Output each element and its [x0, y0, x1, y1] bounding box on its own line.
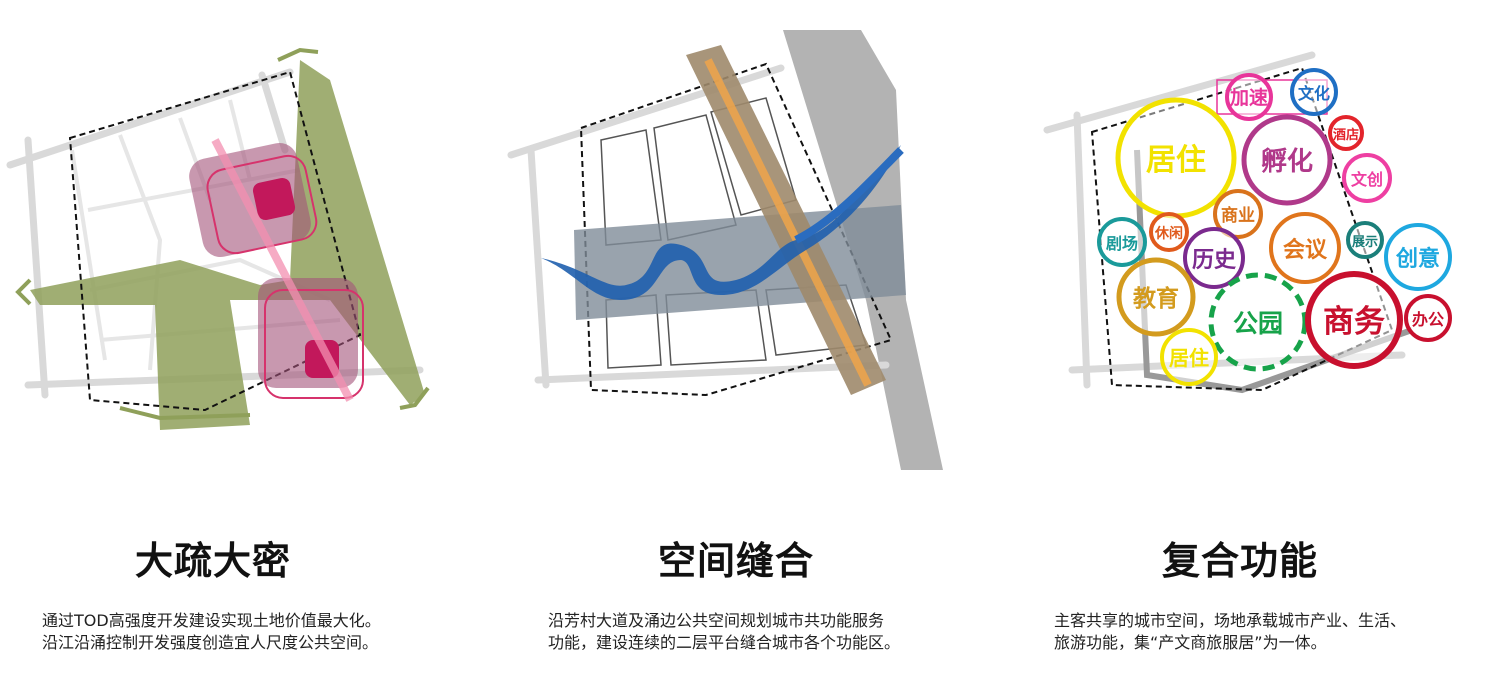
bubble-leisure: 休闲 — [1149, 212, 1189, 252]
elevated-platform — [574, 205, 906, 320]
bubble-hotel: 酒店 — [1328, 115, 1364, 151]
bubble-label: 居住 — [1169, 346, 1209, 370]
bubble-incubation: 孵化 — [1241, 114, 1333, 206]
description-line: 主客共享的城市空间，场地承载城市产业、生活、 — [1054, 611, 1407, 630]
panel-title: 复合功能 — [1162, 539, 1319, 583]
bubble-ring — [1346, 221, 1384, 259]
panel-space-stitching: 空间缝合 沿芳村大道及涌边公共空间规划城市共功能服务 功能，建设连续的二层平台缝… — [496, 0, 992, 691]
rail-line — [211, 138, 354, 402]
tod-block-lower — [258, 278, 364, 399]
panel-dense-sparse: 大疏大密 通过TOD高强度开发建设实现土地价值最大化。 沿江沿涌控制开发强度创造… — [0, 0, 496, 691]
bubble-label: 公园 — [1233, 309, 1283, 338]
bubble-commerce: 商业 — [1213, 189, 1263, 239]
bubble-label: 酒店 — [1333, 127, 1359, 143]
bubble-label: 办公 — [1412, 310, 1444, 329]
diagram-dense-sparse — [6, 47, 430, 430]
site-boundary — [1090, 66, 1394, 392]
bubble-ring — [1305, 271, 1403, 369]
bubble-conference: 会议 — [1269, 212, 1341, 284]
description-line: 通过TOD高强度开发建设实现土地价值最大化。 — [42, 611, 381, 630]
bubble-ring — [1160, 328, 1218, 386]
bubble-label: 休闲 — [1154, 225, 1183, 242]
bubble-label: 孵化 — [1261, 146, 1313, 177]
bubble-ring — [1269, 212, 1341, 284]
bubble-ring — [1404, 294, 1452, 342]
bubble-park: 公园 — [1208, 272, 1308, 372]
bubble-ring — [1328, 115, 1364, 151]
bubble-ring — [1225, 73, 1273, 121]
bubble-creative-culture: 文创 — [1342, 153, 1392, 203]
panel-description: 主客共享的城市空间，场地承载城市产业、生活、 旅游功能，集“产文商旅服居”为一体… — [1054, 610, 1406, 654]
bubble-label: 文创 — [1351, 170, 1383, 189]
bubble-culture: 文化 — [1290, 68, 1338, 116]
diagram-mixed-functions: 加速 文化 酒店 居住 孵化 文创 — [1043, 51, 1452, 394]
bubble-label: 创意 — [1395, 246, 1440, 272]
bubble-ring — [1097, 217, 1147, 267]
site-boundary — [68, 70, 362, 412]
bubble-label: 剧场 — [1106, 234, 1138, 253]
bubble-education: 教育 — [1116, 257, 1196, 337]
bubble-residence-large: 居住 — [1115, 97, 1237, 219]
boulevard-axis — [704, 58, 872, 387]
bubble-ring — [1183, 227, 1245, 289]
bubble-office: 办公 — [1404, 294, 1452, 342]
bubble-label: 加速 — [1229, 86, 1268, 109]
bubble-ring — [1384, 223, 1452, 291]
bubble-label: 历史 — [1192, 248, 1237, 273]
bubble-label: 商务 — [1323, 304, 1385, 340]
bubble-label: 教育 — [1133, 285, 1179, 312]
bubble-theater: 剧场 — [1097, 217, 1147, 267]
description-line: 功能，建设连续的二层平台缝合城市各个功能区。 — [548, 633, 901, 652]
bubble-business: 商务 — [1305, 271, 1403, 369]
bubble-ring — [1116, 257, 1196, 337]
panel-description: 通过TOD高强度开发建设实现土地价值最大化。 沿江沿涌控制开发强度创造宜人尺度公… — [42, 610, 381, 654]
description-line: 沿江沿涌控制开发强度创造宜人尺度公共空间。 — [42, 633, 379, 652]
bubble-ring — [1241, 114, 1333, 206]
bubble-ring — [1149, 212, 1189, 252]
panel-title: 大疏大密 — [135, 539, 292, 583]
bubble-creativity: 创意 — [1384, 223, 1452, 291]
bubble-label: 展示 — [1352, 235, 1378, 250]
panel-mixed-functions: 加速 文化 酒店 居住 孵化 文创 — [992, 0, 1488, 691]
description-line: 旅游功能，集“产文商旅服居”为一体。 — [1054, 633, 1327, 652]
bubble-ring — [1208, 272, 1308, 372]
function-bubbles: 加速 文化 酒店 居住 孵化 文创 — [1097, 68, 1452, 386]
bubble-label: 商业 — [1221, 205, 1255, 226]
bubble-label: 居住 — [1146, 143, 1206, 178]
bubble-ring — [1290, 68, 1338, 116]
bubble-ring — [1342, 153, 1392, 203]
bubble-label: 文化 — [1298, 84, 1330, 103]
bubble-label: 会议 — [1283, 237, 1328, 263]
diagram-space-stitching — [507, 30, 943, 470]
green-corridor — [30, 60, 425, 430]
panel-description: 沿芳村大道及涌边公共空间规划城市共功能服务 功能，建设连续的二层平台缝合城市各个… — [548, 610, 900, 654]
bubble-ring — [1213, 189, 1263, 239]
panel-title: 空间缝合 — [658, 539, 815, 583]
bubble-history: 历史 — [1183, 227, 1245, 289]
bubble-exhibition: 展示 — [1346, 221, 1384, 259]
description-line: 沿芳村大道及涌边公共空间规划城市共功能服务 — [548, 611, 885, 630]
bubble-accelerate: 加速 — [1225, 73, 1273, 121]
bubble-residence-small: 居住 — [1160, 328, 1218, 386]
